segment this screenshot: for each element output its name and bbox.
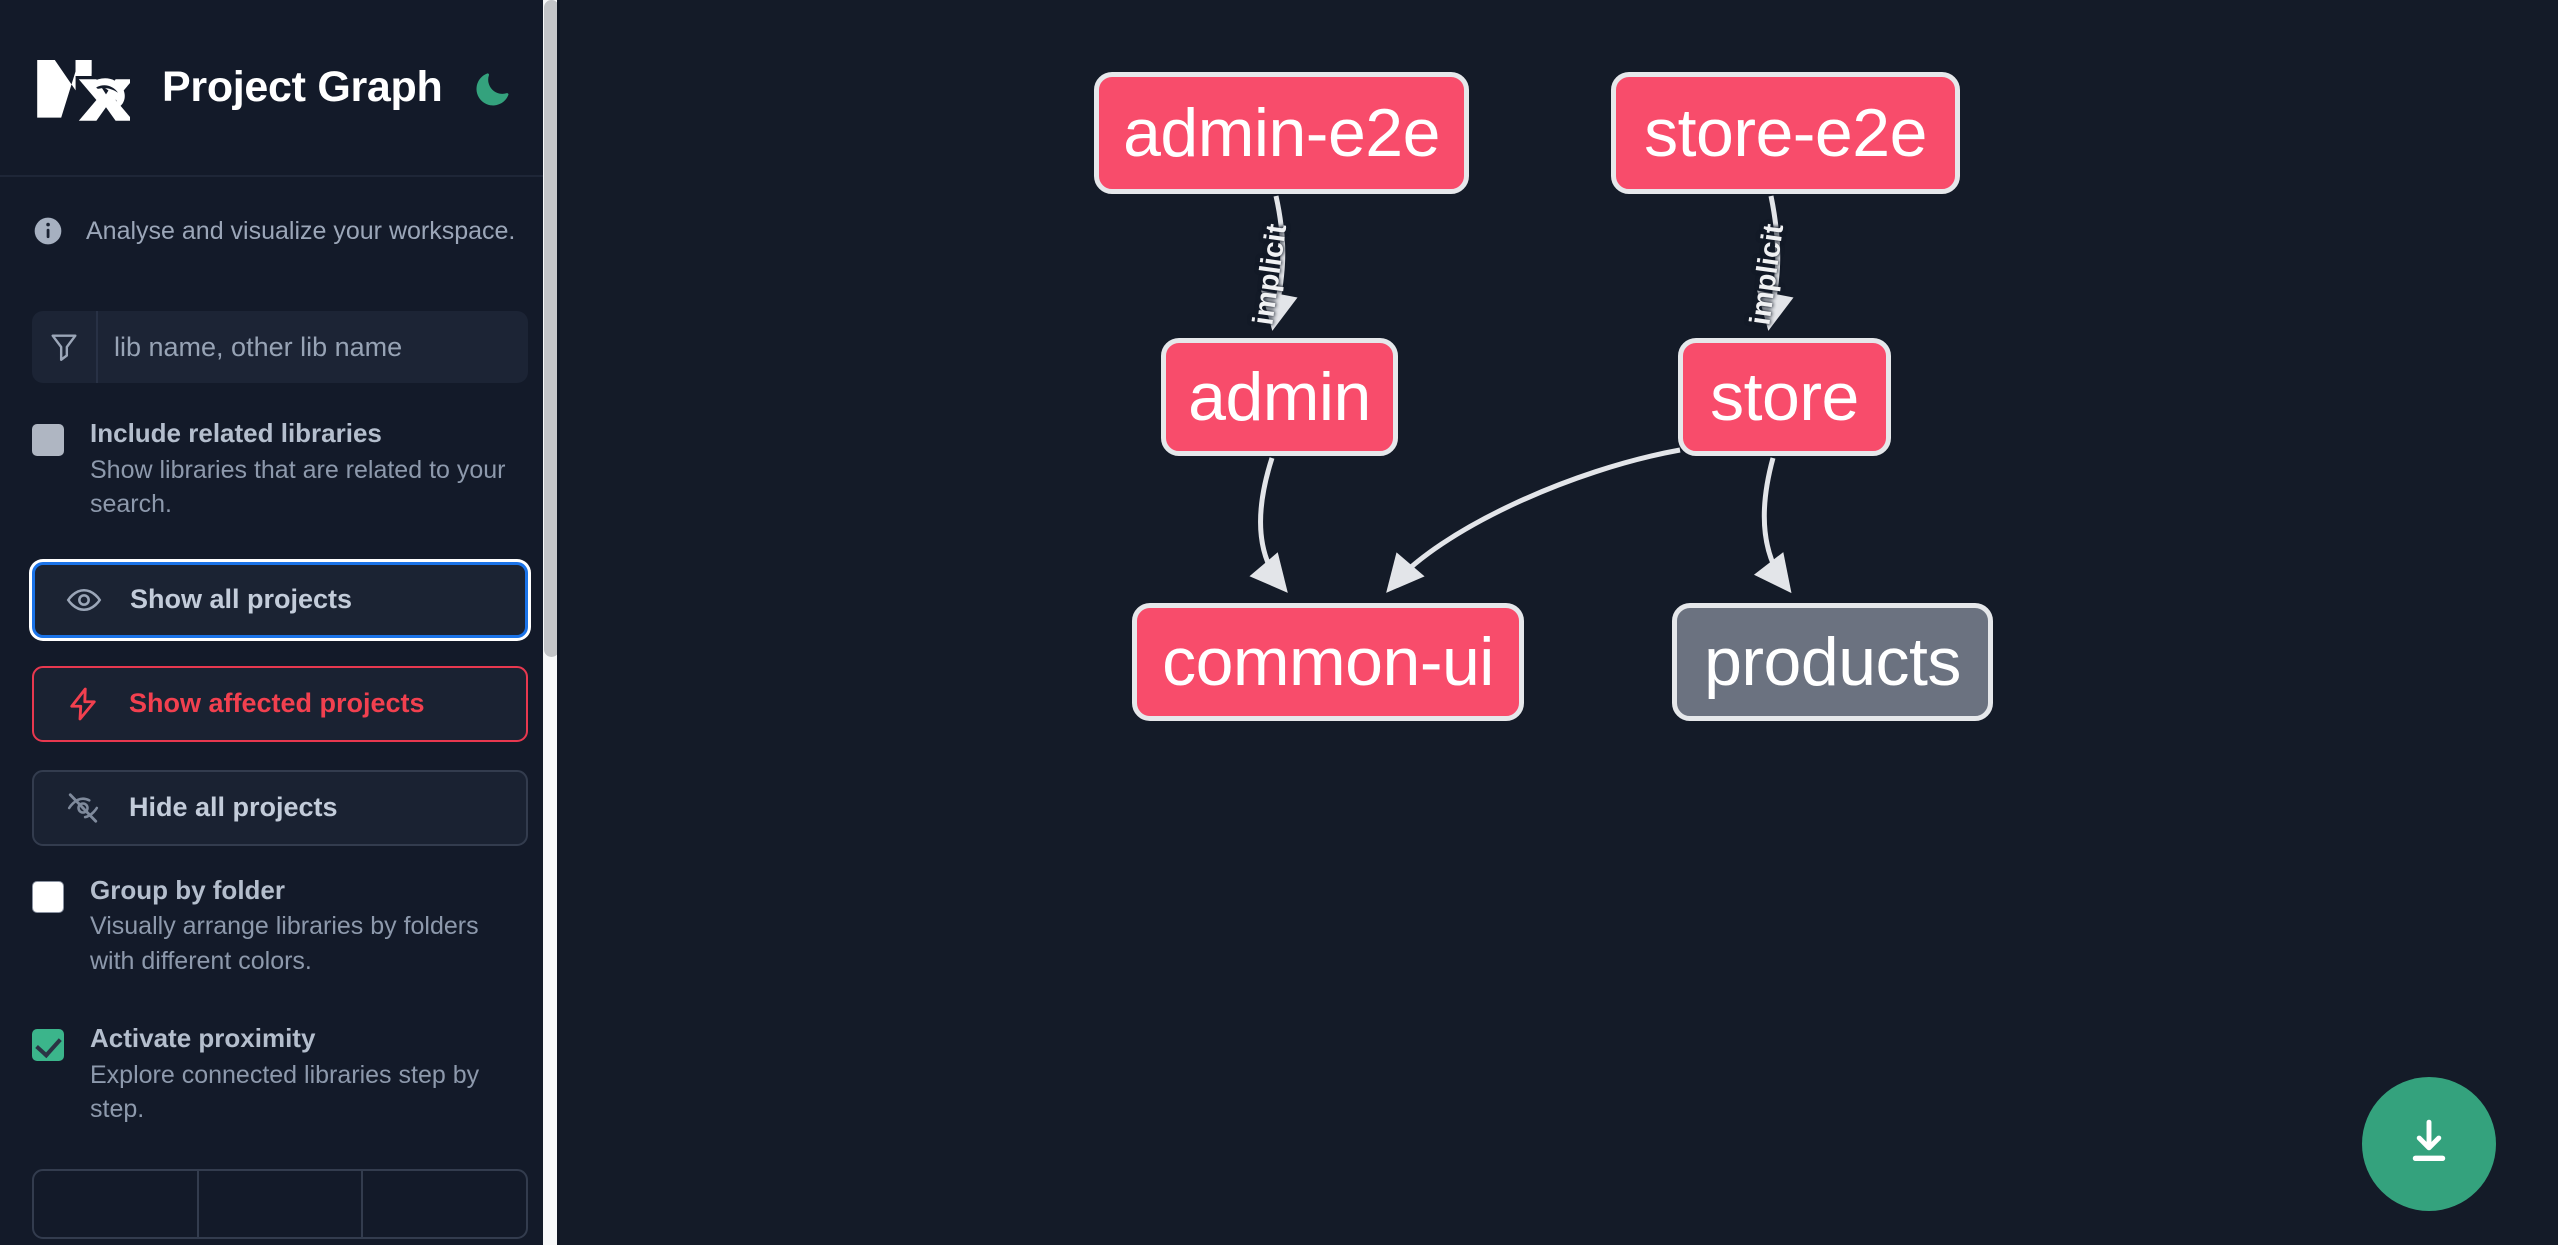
download-icon xyxy=(2401,1114,2457,1175)
show-all-projects-label: Show all projects xyxy=(130,584,353,614)
graph-canvas[interactable]: admin-e2e store-e2e admin store common-u… xyxy=(560,0,2558,1245)
group-by-folder-label: Group by folder xyxy=(90,874,285,905)
group-by-folder-checkbox[interactable] xyxy=(32,880,64,913)
search-input[interactable] xyxy=(98,311,528,383)
sidebar-header: Project Graph xyxy=(0,0,560,177)
graph-node-products[interactable]: products xyxy=(1672,603,1993,721)
filter-icon xyxy=(32,311,98,383)
analyse-banner: Analyse and visualize your workspace. xyxy=(32,177,528,247)
include-related-libraries-option[interactable]: Include related libraries Show libraries… xyxy=(32,417,528,522)
proximity-segmented-control[interactable] xyxy=(32,1168,528,1239)
sidebar-scrollbar-thumb[interactable] xyxy=(544,0,559,657)
download-button[interactable] xyxy=(2362,1077,2496,1211)
nx-logo xyxy=(34,55,134,121)
group-by-folder-option[interactable]: Group by folder Visually arrange librari… xyxy=(32,874,528,979)
sidebar-scrollbar-track[interactable] xyxy=(543,0,560,1245)
graph-node-admin-e2e[interactable]: admin-e2e xyxy=(1094,72,1469,194)
project-action-buttons: Show all projects Show affected projects xyxy=(32,561,528,846)
show-all-projects-button[interactable]: Show all projects xyxy=(32,561,528,638)
info-icon xyxy=(32,215,64,247)
hide-all-projects-label: Hide all projects xyxy=(129,792,338,822)
group-by-folder-description: Visually arrange libraries by folders wi… xyxy=(90,912,479,975)
edge-store-e2e-store xyxy=(1757,195,1794,331)
activate-proximity-checkbox[interactable] xyxy=(32,1029,64,1061)
node-label: store xyxy=(1710,359,1859,435)
segment-option-2[interactable] xyxy=(199,1170,364,1237)
sidebar-edge xyxy=(557,0,560,1245)
hide-all-projects-button[interactable]: Hide all projects xyxy=(32,769,528,846)
graph-node-admin[interactable]: admin xyxy=(1161,338,1398,456)
node-label: admin xyxy=(1188,359,1371,435)
include-related-label: Include related libraries xyxy=(90,418,382,448)
activate-proximity-description: Explore connected libraries step by step… xyxy=(90,1060,480,1124)
include-related-checkbox[interactable] xyxy=(32,424,64,456)
node-label: products xyxy=(1704,624,1961,700)
activate-proximity-label: Activate proximity xyxy=(90,1023,316,1053)
graph-edges xyxy=(1249,195,1794,594)
show-affected-projects-label: Show affected projects xyxy=(129,688,425,718)
node-label: common-ui xyxy=(1162,624,1494,700)
graph-node-store[interactable]: store xyxy=(1678,338,1891,456)
segment-option-1[interactable] xyxy=(34,1170,199,1237)
lightning-icon xyxy=(64,685,102,723)
sidebar: Project Graph Analy xyxy=(0,0,560,1245)
include-related-description: Show libraries that are related to your … xyxy=(90,455,506,519)
search-box[interactable] xyxy=(32,311,528,383)
show-affected-projects-button[interactable]: Show affected projects xyxy=(32,665,528,742)
sidebar-body: Analyse and visualize your workspace. In… xyxy=(0,177,560,1239)
graph-node-store-e2e[interactable]: store-e2e xyxy=(1611,72,1960,194)
edge-store-common-ui xyxy=(1386,447,1681,593)
graph-node-common-ui[interactable]: common-ui xyxy=(1132,603,1524,721)
edge-store-products xyxy=(1753,457,1792,594)
node-label: store-e2e xyxy=(1644,95,1927,171)
moon-icon[interactable] xyxy=(470,65,516,111)
edge-admin-common-ui xyxy=(1249,457,1288,593)
edge-admin-e2e-admin xyxy=(1261,195,1298,331)
node-label: admin-e2e xyxy=(1123,95,1440,171)
eye-icon xyxy=(65,581,103,619)
analyse-text: Analyse and visualize your workspace. xyxy=(86,216,516,245)
segment-option-3[interactable] xyxy=(363,1171,526,1237)
eye-off-icon xyxy=(64,789,102,827)
activate-proximity-option[interactable]: Activate proximity Explore connected lib… xyxy=(32,1022,528,1127)
page-title: Project Graph xyxy=(162,63,443,111)
